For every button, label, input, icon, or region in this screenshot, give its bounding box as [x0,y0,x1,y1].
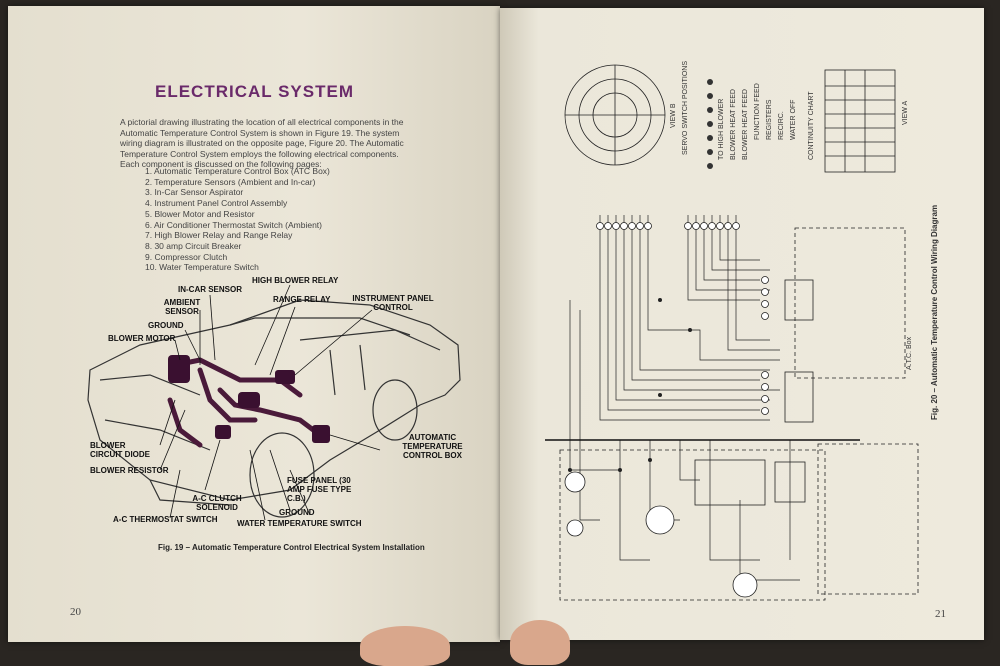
servo-position-4: FUNCTION FEED [754,83,761,140]
figure-19-caption: Fig. 19 – Automatic Temperature Control … [158,543,425,552]
left-page [8,6,500,642]
view-a-label: VIEW A [902,100,909,125]
list-item: 6. Air Conditioner Thermostat Switch (Am… [145,219,322,230]
label-ac-thermostat: A-C THERMOSTAT SWITCH [113,515,218,524]
page-number-left: 20 [70,606,81,618]
component-list: 1. Automatic Temperature Control Box (AT… [145,166,330,273]
list-item: 4. Instrument Panel Control Assembly [145,198,288,209]
list-item: 8. 30 amp Circuit Breaker [145,240,242,251]
label-ground-top: GROUND [148,321,184,330]
atc-box-label: A.T.C. Box [906,336,913,370]
hand-finger-right [510,620,570,665]
label-blower-circuit-diode: BLOWER CIRCUIT DIODE [90,441,150,459]
hand-finger-left [360,626,450,666]
label-ambient-sensor: AMBIENT SENSOR [163,298,201,316]
figure-20-caption: Fig. 20 – Automatic Temperature Control … [930,204,939,420]
view-b-label: VIEW B [670,103,677,128]
label-blower-resistor: BLOWER RESISTOR [90,466,169,475]
intro-paragraph: A pictorial drawing illustrating the loc… [120,117,404,170]
page-number-right: 21 [935,608,946,620]
list-item: 1. Automatic Temperature Control Box (AT… [145,166,330,176]
label-instrument-panel-control: INSTRUMENT PANEL CONTROL [352,294,434,312]
continuity-chart-title: CONTINUITY CHART [808,91,815,160]
servo-position-7: WATER OFF [790,99,797,140]
servo-title: SERVO SWITCH POSITIONS [682,61,689,155]
servo-position-6: RECIRC. [778,111,785,140]
servo-position-1: TO HIGH BLOWER [718,98,725,160]
label-ac-clutch: A-C CLUTCH SOLENOID [192,494,242,512]
list-item: 9. Compressor Clutch [145,251,228,262]
list-item: 10. Water Temperature Switch [145,262,259,273]
label-ground-bottom: GROUND [279,508,315,517]
list-item: 2. Temperature Sensors (Ambient and In-c… [145,176,316,187]
list-item: 7. High Blower Relay and Range Relay [145,230,293,241]
label-fuse-panel: FUSE PANEL (30 AMP FUSE TYPE C.B.) [287,476,352,503]
label-range-relay: RANGE RELAY [273,295,331,304]
right-page [500,8,984,640]
servo-position-3: BLOWER HEAT FEED [742,89,749,160]
servo-position-2: BLOWER HEAT FEED [730,89,737,160]
label-blower-motor: BLOWER MOTOR [108,334,176,343]
list-item: 3. In-Car Sensor Aspirator [145,187,244,198]
label-water-temp-switch: WATER TEMPERATURE SWITCH [237,519,362,528]
servo-position-5: REGISTERS [766,99,773,140]
label-high-blower-relay: HIGH BLOWER RELAY [252,276,339,285]
section-heading: ELECTRICAL SYSTEM [155,82,354,101]
list-item: 5. Blower Motor and Resistor [145,208,255,219]
label-in-car-sensor: IN-CAR SENSOR [178,285,243,294]
label-atc-box: AUTOMATIC TEMPERATURE CONTROL BOX [402,433,463,460]
